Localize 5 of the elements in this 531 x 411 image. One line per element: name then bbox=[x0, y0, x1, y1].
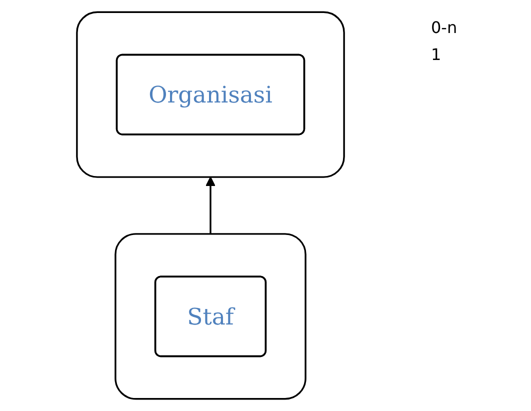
multiplicity-label: 0-n bbox=[431, 18, 458, 37]
cluster bbox=[76, 11, 345, 178]
multiplicity-label: 1 bbox=[431, 45, 442, 64]
cluster bbox=[114, 233, 306, 400]
arrow bbox=[206, 176, 216, 234]
